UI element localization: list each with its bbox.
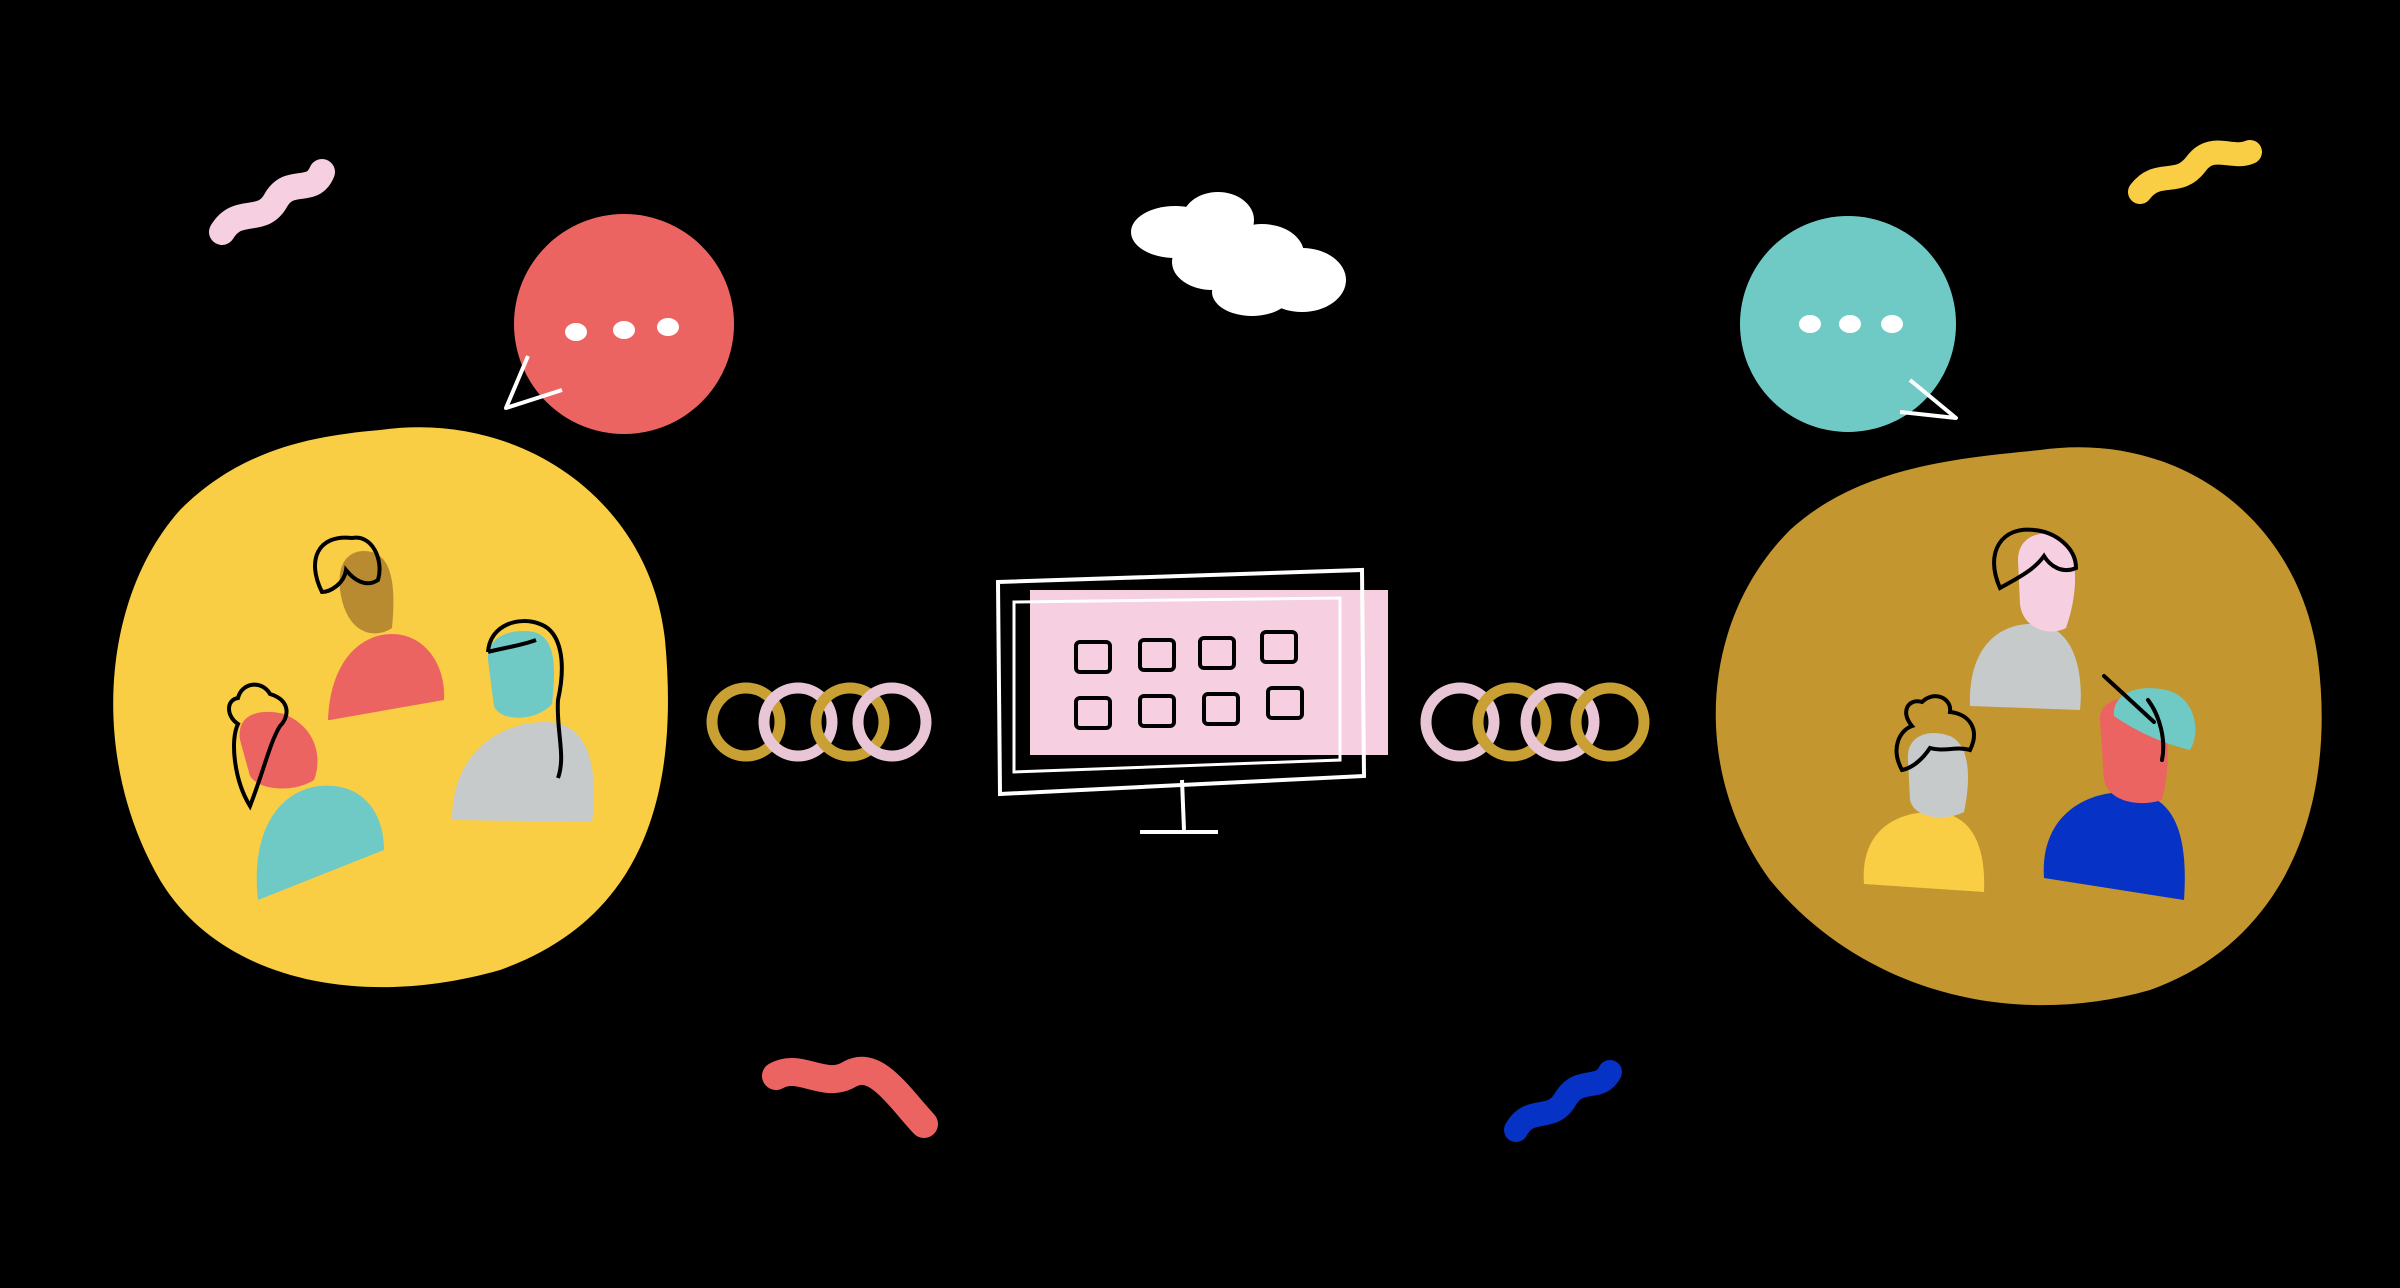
coral-squiggle-icon [762,1056,938,1138]
blue-squiggle-icon [1504,1060,1622,1142]
cloud-icon [1131,192,1346,316]
sticky-note-icon [1074,630,1304,730]
monitor-icon [995,567,1388,834]
person-icon [2043,674,2196,900]
person-icon [1969,527,2081,710]
person-icon [313,535,445,720]
right-chain-link-icon [1420,682,1650,762]
red-speech-bubble-icon [504,214,734,434]
left-chain-link-icon [706,682,932,762]
pink-squiggle-icon [209,159,335,245]
person-icon [1863,694,1985,892]
person-icon [227,682,384,900]
yellow-squiggle-icon [2128,140,2262,204]
teal-speech-bubble-icon [1740,216,1958,432]
person-icon [452,619,594,822]
